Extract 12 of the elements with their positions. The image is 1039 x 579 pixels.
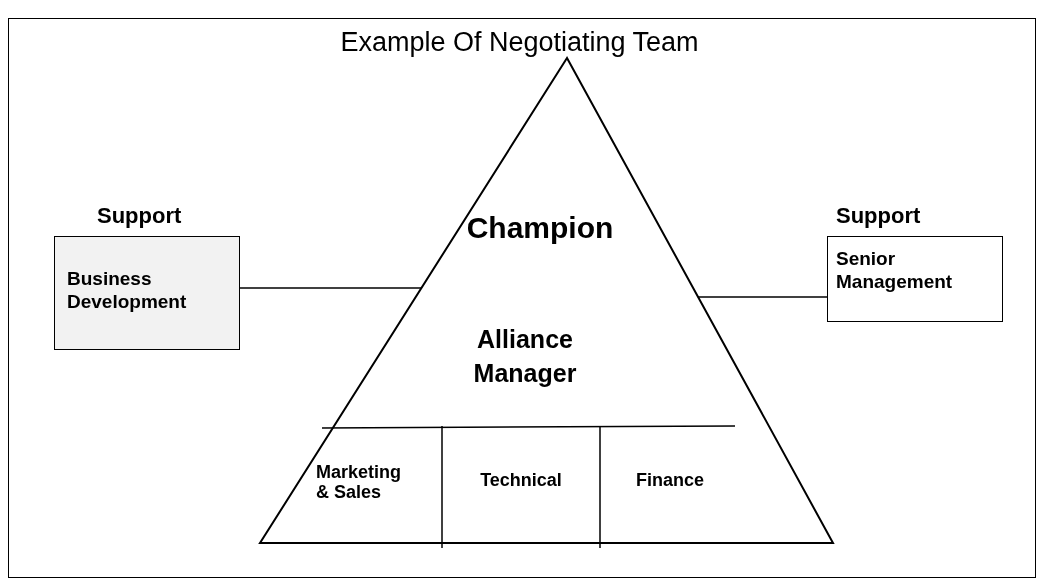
team-role-label: Marketing & Sales xyxy=(316,462,414,502)
support-box: Business Development xyxy=(54,236,240,350)
diagram-title: Example Of Negotiating Team xyxy=(339,26,700,58)
team-role-label: Finance xyxy=(605,470,735,490)
connector-line xyxy=(697,296,828,298)
support-box: Senior Management xyxy=(827,236,1003,322)
support-heading: Support xyxy=(97,203,182,229)
alliance-manager-label: Alliance Manager xyxy=(472,324,578,389)
team-role-label: Technical xyxy=(446,470,596,490)
champion-label: Champion xyxy=(465,210,615,246)
connector-line xyxy=(239,287,423,289)
support-heading: Support xyxy=(836,203,921,229)
